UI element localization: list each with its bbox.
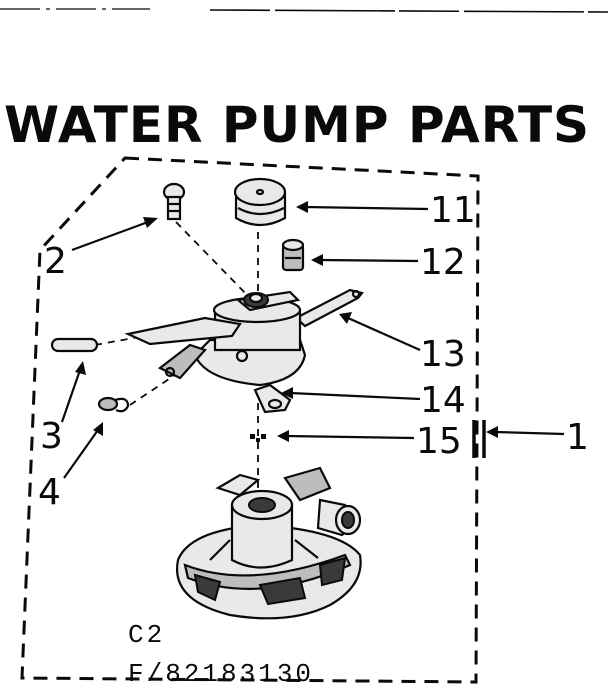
pump-housing [175, 466, 362, 620]
assembly-boundary [20, 156, 480, 684]
callout-13: 13 [420, 334, 466, 375]
callout-4: 4 [38, 472, 61, 513]
cap-part [233, 177, 287, 227]
lever-part [294, 288, 364, 328]
screw-part [162, 182, 186, 221]
callout-14: 14 [420, 380, 466, 421]
callout-3: 3 [40, 416, 63, 457]
pin-part [50, 337, 99, 353]
section-code: C2 [128, 620, 165, 650]
plug-part [281, 238, 305, 272]
callout-15: 15 [416, 421, 462, 462]
callout-12: 12 [420, 242, 466, 283]
washer-part [250, 434, 266, 442]
callout-2: 2 [44, 241, 67, 282]
callout-1: 1 [566, 417, 589, 458]
diagram-title: WATER PUMP PARTS [4, 96, 590, 154]
figure-code: F/82183130 [128, 659, 314, 689]
callout-labels: 2 3 4 11 12 13 14 15 1 [38, 190, 589, 513]
scan-edge-marks [0, 8, 608, 13]
leader-arrows [60, 201, 565, 479]
callout-bracket [472, 420, 486, 458]
callout-11: 11 [430, 190, 476, 231]
valve-assembly [124, 290, 307, 414]
clip-part [97, 396, 130, 413]
